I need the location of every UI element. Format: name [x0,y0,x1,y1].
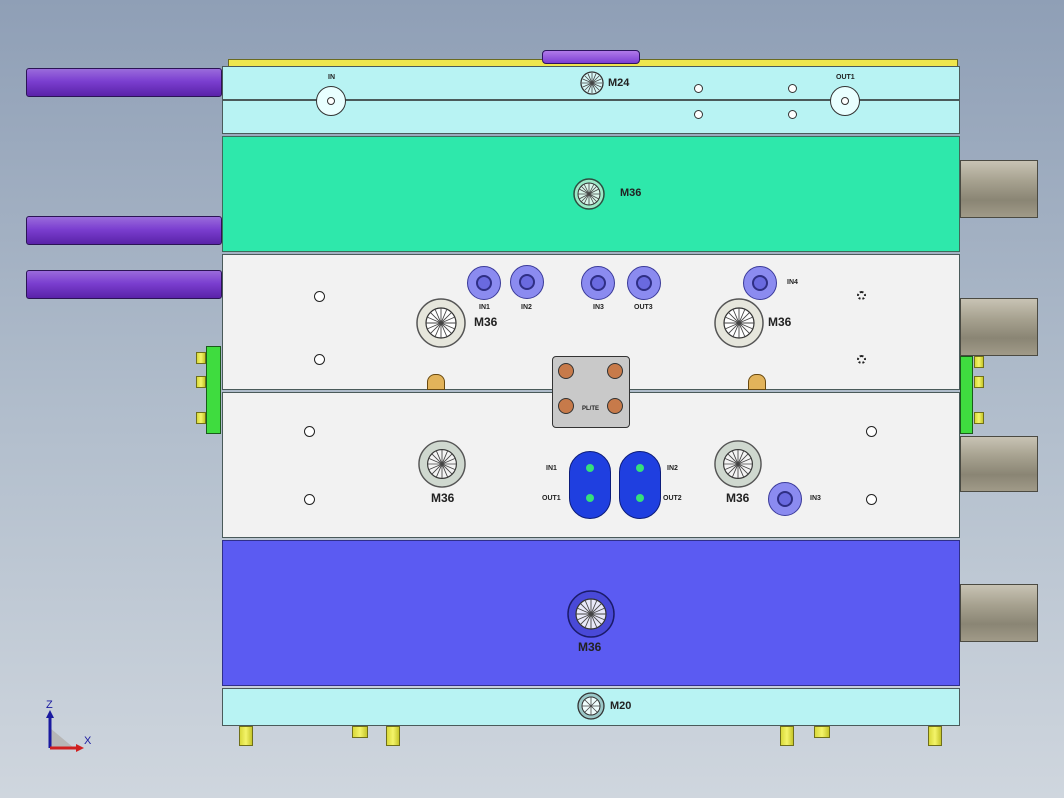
top-bolt-label: M24 [608,77,630,89]
parting-pin-right [748,374,766,390]
upper-hole-1 [314,291,325,302]
lower-hole-4 [866,494,877,505]
upper-out3-label: OUT3 [634,304,653,311]
interlock-screw-3 [558,398,574,414]
ejector-post-3 [386,726,400,746]
bolt-head-icon-bottom[interactable] [577,692,605,720]
teal-bolt-label: M36 [620,187,642,199]
guide-rod-2[interactable] [26,216,222,245]
right-lock-clamp[interactable] [960,356,973,434]
cylinder-4[interactable] [960,584,1038,642]
pad-left-dot-1 [586,464,594,472]
upper-in3-label: IN3 [593,304,604,311]
water-fitting-in3[interactable] [581,266,615,300]
water-fitting-lower-in3[interactable] [768,482,802,516]
bolt-head-icon-lower-left[interactable] [418,440,466,488]
lower-right-bolt-label: M36 [726,491,750,505]
axis-triad-icon [46,710,84,752]
top-hole-3 [694,110,703,119]
pad-right-dot-2 [636,494,644,502]
lower-in2-label: IN2 [667,465,678,472]
manifold-pad-left[interactable] [569,451,611,519]
axis-z-label: Z [46,699,53,711]
water-fitting-out3[interactable] [627,266,661,300]
top-in-port-core [327,97,335,105]
upper-in4-label: IN4 [787,279,798,286]
ejector-post-2 [352,726,368,738]
left-lock-clamp[interactable] [206,346,221,434]
top-in-label: IN [328,74,335,81]
ejector-post-4 [780,726,794,746]
center-block-label: PL/TE [582,406,600,412]
lower-hole-2 [304,494,315,505]
manifold-pad-right[interactable] [619,451,661,519]
bolt-head-icon-upper-right[interactable] [714,298,764,348]
clamp-screw-r3 [974,412,984,424]
axis-x-label: X [84,735,92,747]
cylinder-2[interactable] [960,298,1038,356]
upper-in2-label: IN2 [521,304,532,311]
clamp-screw-r2 [974,376,984,388]
bolt-head-icon-blue[interactable] [567,590,615,638]
lower-in3-label: IN3 [810,495,821,502]
lower-left-bolt-label: M36 [431,491,455,505]
bolt-head-icon-lower-right[interactable] [714,440,762,488]
upper-left-bolt-label: M36 [474,315,498,329]
interlock-screw-2 [607,363,623,379]
clamp-screw-l2 [196,376,206,388]
upper-screw-r2 [857,355,866,364]
clamp-screw-l1 [196,352,206,364]
top-hole-1 [694,84,703,93]
clamp-screw-l3 [196,412,206,424]
top-hole-4 [788,110,797,119]
upper-hole-2 [314,354,325,365]
upper-in1-label: IN1 [479,304,490,311]
top-out-port-core [841,97,849,105]
pad-right-dot-1 [636,464,644,472]
sprue-ring [542,50,640,64]
clamp-screw-r1 [974,356,984,368]
top-hole-2 [788,84,797,93]
upper-screw-r1 [857,291,866,300]
water-fitting-in2[interactable] [510,265,544,299]
lower-in1-label: IN1 [546,465,557,472]
lower-hole-3 [866,426,877,437]
ejector-post-6 [928,726,942,746]
parting-pin-left [427,374,445,390]
water-fitting-in4[interactable] [743,266,777,300]
ejector-post-1 [239,726,253,746]
top-out-label: OUT1 [836,74,855,81]
bolt-head-icon-upper-left[interactable] [416,298,466,348]
upper-right-bolt-label: M36 [768,315,792,329]
ejector-post-5 [814,726,830,738]
interlock-screw-4 [607,398,623,414]
lower-out2-label: OUT2 [663,495,682,502]
water-fitting-in1[interactable] [467,266,501,300]
lower-out1-label: OUT1 [542,495,561,502]
interlock-screw-1 [558,363,574,379]
bolt-head-icon-teal[interactable] [573,178,605,210]
cylinder-3[interactable] [960,436,1038,492]
blue-bolt-label: M36 [578,640,602,654]
bottom-bolt-label: M20 [610,700,632,712]
cylinder-1[interactable] [960,160,1038,218]
bolt-head-icon-top[interactable] [580,71,604,95]
lower-hole-1 [304,426,315,437]
guide-rod-3[interactable] [26,270,222,299]
guide-rod-1[interactable] [26,68,222,97]
pad-left-dot-2 [586,494,594,502]
